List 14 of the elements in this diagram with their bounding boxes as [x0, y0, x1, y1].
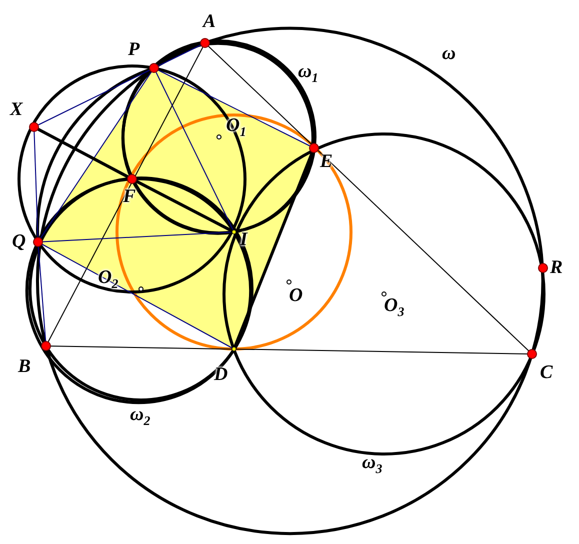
point-label: X [10, 100, 23, 119]
point-label: O$_{3}$ [384, 296, 404, 318]
point-label: O [289, 286, 303, 305]
circle-label: ω$_{3}$ [362, 453, 382, 475]
point-label: R [550, 258, 563, 277]
circle-label: ω [442, 44, 456, 63]
point-label: P [128, 40, 140, 59]
point-label: Q [12, 232, 26, 251]
point-label: F [123, 187, 136, 206]
circle-label: ω$_{1}$ [298, 62, 318, 84]
point-label: C [540, 363, 553, 382]
point-label: B [18, 357, 31, 376]
point-label: A [203, 12, 216, 31]
circle-label: ω$_{2}$ [130, 405, 150, 427]
